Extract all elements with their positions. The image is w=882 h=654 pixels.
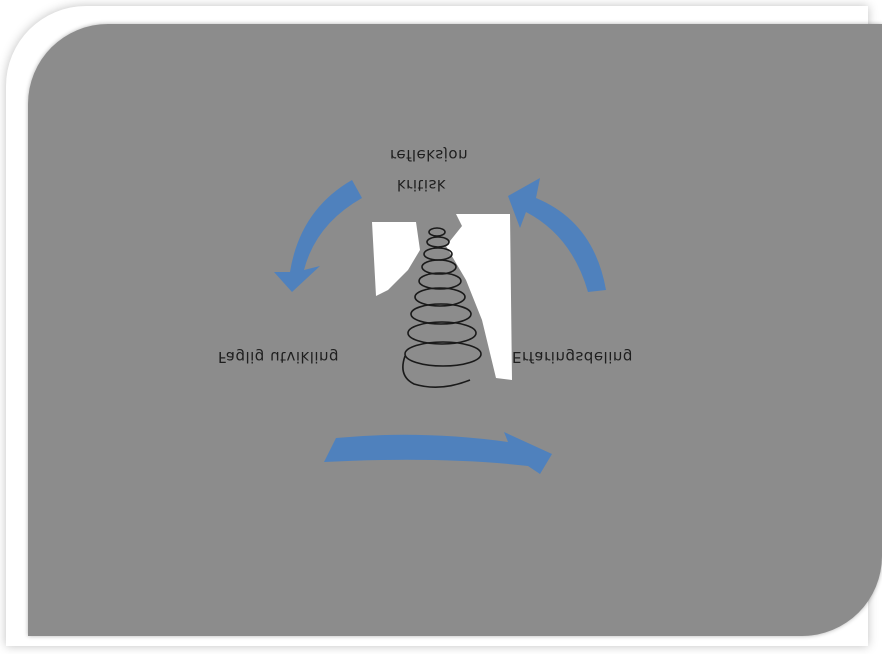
label-experience-sharing: Erfaringsdeling [512,348,633,366]
arrow-top-right [508,178,606,292]
arrow-bottom [324,432,552,474]
label-critical: kritisk [397,176,446,194]
label-reflection: refleksjon [390,146,468,164]
center-highlight [372,214,512,380]
label-professional-development: Faglig utvikling [218,348,339,366]
arrow-top-left [274,180,362,292]
